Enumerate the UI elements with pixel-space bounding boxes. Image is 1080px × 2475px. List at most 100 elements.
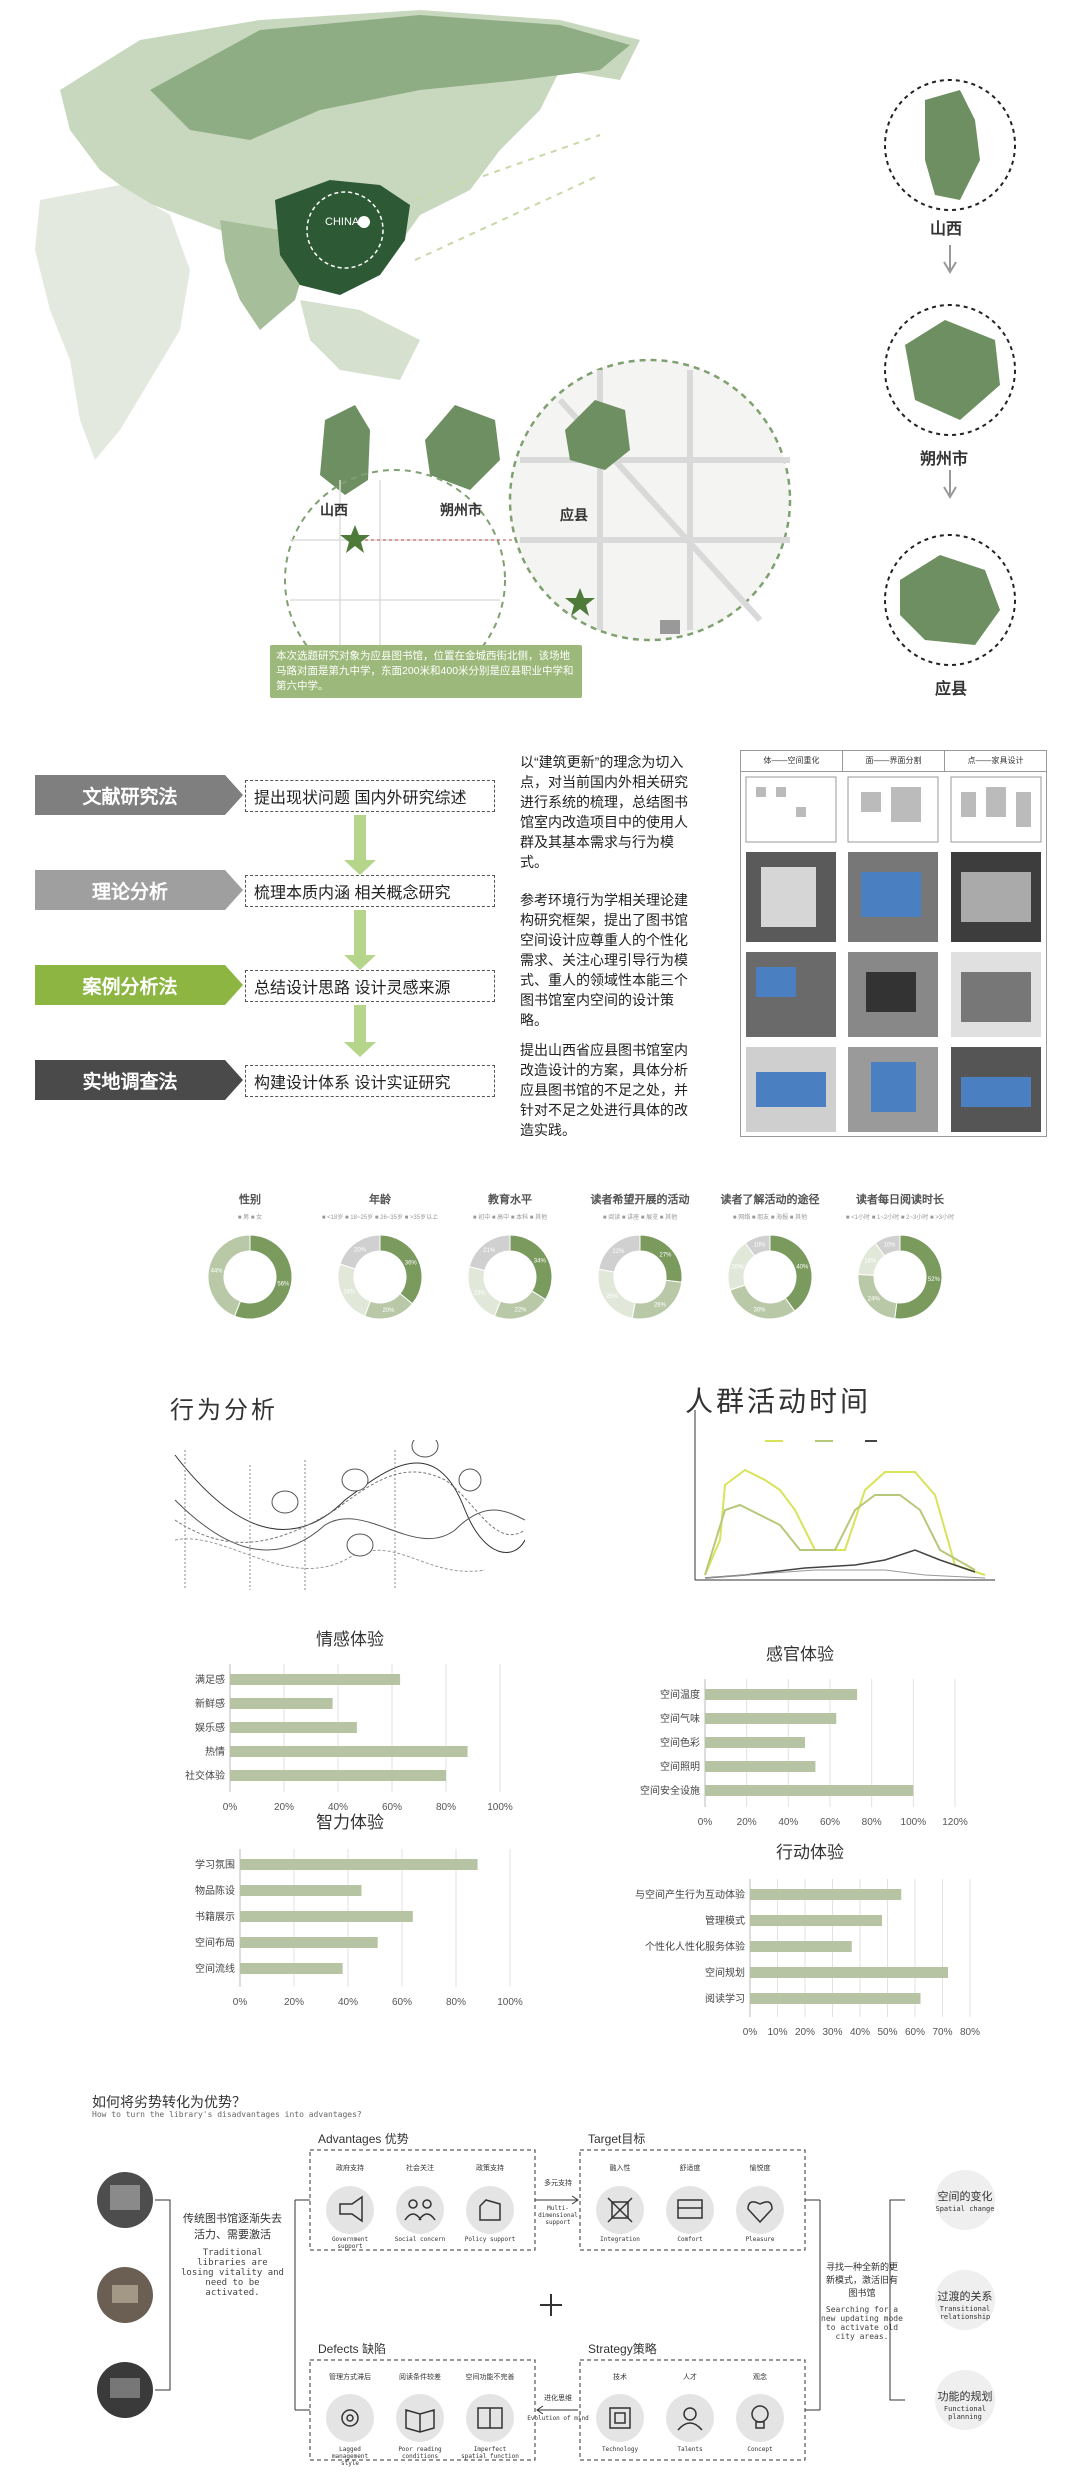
pie-slice: [744, 1234, 771, 1257]
megaphone-icon: [339, 2195, 363, 2223]
advantages-title: Advantages 优势: [318, 2132, 409, 2146]
bar: [705, 1737, 805, 1748]
pie-slice-label: 21%: [483, 1248, 496, 1254]
multi-support-cn: 多元支持: [544, 2180, 572, 2187]
x-tick-label: 40%: [338, 1997, 358, 2008]
people-icon: [404, 2199, 436, 2221]
adv-3-en: Policy support: [464, 2236, 516, 2243]
tgt-1-cn: 融入性: [609, 2165, 631, 2172]
pie-slice-label: 27%: [659, 1253, 672, 1259]
pie-title: 读者每日阅读时长: [856, 1192, 945, 1206]
case-header-1: 体——空间重化: [741, 751, 843, 771]
sea-shape: [300, 300, 420, 380]
pie-slice: [769, 1234, 813, 1312]
x-tick-label: 50%: [877, 2027, 897, 2038]
bar: [705, 1785, 914, 1796]
category-label: 个性化人性化服务体验: [645, 1940, 745, 1953]
category-label: 空间规划: [705, 1966, 745, 1979]
talent-icon: [677, 2407, 703, 2431]
behavior-title-right: 人群活动时间: [685, 1386, 872, 1417]
africa-shape: [35, 185, 190, 460]
left-text-cn: 传统图书馆逐渐失去活力、需要激活: [183, 2213, 282, 2241]
outcome-2-cn: 过渡的关系: [937, 2291, 993, 2303]
x-tick-label: 0%: [233, 1997, 248, 2008]
arrow-right-icon: [225, 965, 243, 1005]
bar: [230, 1698, 333, 1709]
sofa-icon: [677, 2199, 703, 2219]
bar-title-intellect: 智力体验: [316, 1813, 384, 1832]
china-circle: [306, 191, 384, 269]
big-label-yingxian: 应县: [560, 507, 588, 523]
x-tick-label: 80%: [436, 1802, 456, 1813]
str-1-cn: 技术: [613, 2374, 627, 2381]
x-tick-label: 0%: [698, 1817, 713, 1828]
small-label-shanxi: 山西: [320, 502, 348, 518]
bar: [750, 1915, 882, 1926]
category-label: 空间温度: [660, 1688, 700, 1701]
def-3-en: Imperfect spatial function: [461, 2446, 519, 2460]
method-desc-2: 参考环境行为学相关理论建构研究框架，提出了图书馆空间设计应尊重人的个性化需求、关…: [520, 892, 688, 1028]
side-shuozhou-circle: [884, 304, 1016, 436]
china-label: CHINA: [325, 216, 360, 228]
x-tick-label: 60%: [382, 1802, 402, 1813]
pie-slice: [233, 1234, 293, 1320]
china-pin-icon: [358, 216, 371, 240]
pie-slice-label: 30%: [753, 1307, 766, 1313]
small-shuozhou-shape: [425, 405, 500, 490]
x-tick-label: 70%: [932, 2027, 952, 2038]
str-3-en: Concept: [747, 2446, 773, 2453]
bar: [240, 1859, 478, 1870]
evolve-en: Evolution of mind: [527, 2415, 589, 2422]
pie-slice-label: 14%: [864, 1259, 877, 1265]
layout-icon: [477, 2407, 503, 2429]
behavior-line-chart: [174, 1440, 525, 1590]
outcome-1-cn: 空间的变化: [937, 2191, 993, 2203]
arrow-right-icon: [225, 870, 243, 910]
right-text-cn: 寻找一种全新的更新模式，激活旧有图书馆: [825, 2262, 898, 2298]
method-case: 案例分析法: [35, 965, 225, 1005]
outcome-3-en: Functional planning: [943, 2405, 987, 2421]
pie-slice-label: 52%: [928, 1277, 941, 1283]
pie-slice-label: 24%: [343, 1289, 356, 1295]
pie-slice-label: 20%: [732, 1264, 745, 1270]
pie-slice: [729, 1284, 796, 1320]
bar: [750, 1967, 948, 1978]
bar: [230, 1674, 401, 1685]
x-tick-label: 20%: [795, 2027, 815, 2038]
x-tick-label: 100%: [487, 1802, 513, 1813]
category-label: 热情: [205, 1745, 225, 1758]
puzzle-icon: [607, 2197, 633, 2223]
str-3-cn: 观念: [753, 2374, 767, 2381]
x-tick-label: 60%: [392, 1997, 412, 2008]
bar-title-action: 行动体验: [776, 1843, 844, 1862]
pie-legend: ■ 阅读 ■ 讲座 ■ 展览 ■ 其他: [603, 1213, 677, 1221]
chip-icon: [609, 2407, 631, 2429]
strategy-title: Strategy策略: [588, 2342, 657, 2356]
pie-title: 教育水平: [487, 1192, 532, 1206]
x-tick-label: 10%: [767, 2027, 787, 2038]
str-1-en: Technology: [601, 2446, 639, 2453]
case-grid: 体——空间重化 面——界面分割 点——家具设计: [740, 750, 1047, 1137]
str-2-cn: 人才: [683, 2374, 697, 2381]
category-label: 社交体验: [185, 1769, 225, 1782]
left-text-en: Traditional libraries are losing vitalit…: [181, 2248, 284, 2298]
pie-slice-label: 36%: [405, 1261, 418, 1267]
method-theory: 理论分析: [35, 870, 225, 910]
activity-time-chart: [694, 1410, 995, 1581]
pie-title: 性别: [239, 1192, 261, 1206]
bar: [240, 1963, 343, 1974]
pie-slice: [339, 1234, 381, 1270]
pie-slice: [468, 1234, 511, 1272]
pie-legend: ■ 男 ■ 女: [238, 1213, 262, 1221]
category-label: 娱乐感: [195, 1721, 225, 1734]
pie-legend: ■ <18岁 ■ 18~25岁 ■ 26~35岁 ■ >35岁以上: [322, 1213, 438, 1221]
x-tick-label: 20%: [274, 1802, 294, 1813]
methods-section: 文献研究法 提出现状问题 国内外研究综述 理论分析 梳理本质内涵 相关概念研究 …: [0, 740, 1080, 1140]
pie-slice-label: 44%: [211, 1269, 224, 1275]
pie-slice: [509, 1234, 553, 1301]
category-label: 物品陈设: [195, 1884, 235, 1897]
category-label: 空间安全设施: [640, 1784, 700, 1797]
site-small-circle: [284, 469, 506, 691]
